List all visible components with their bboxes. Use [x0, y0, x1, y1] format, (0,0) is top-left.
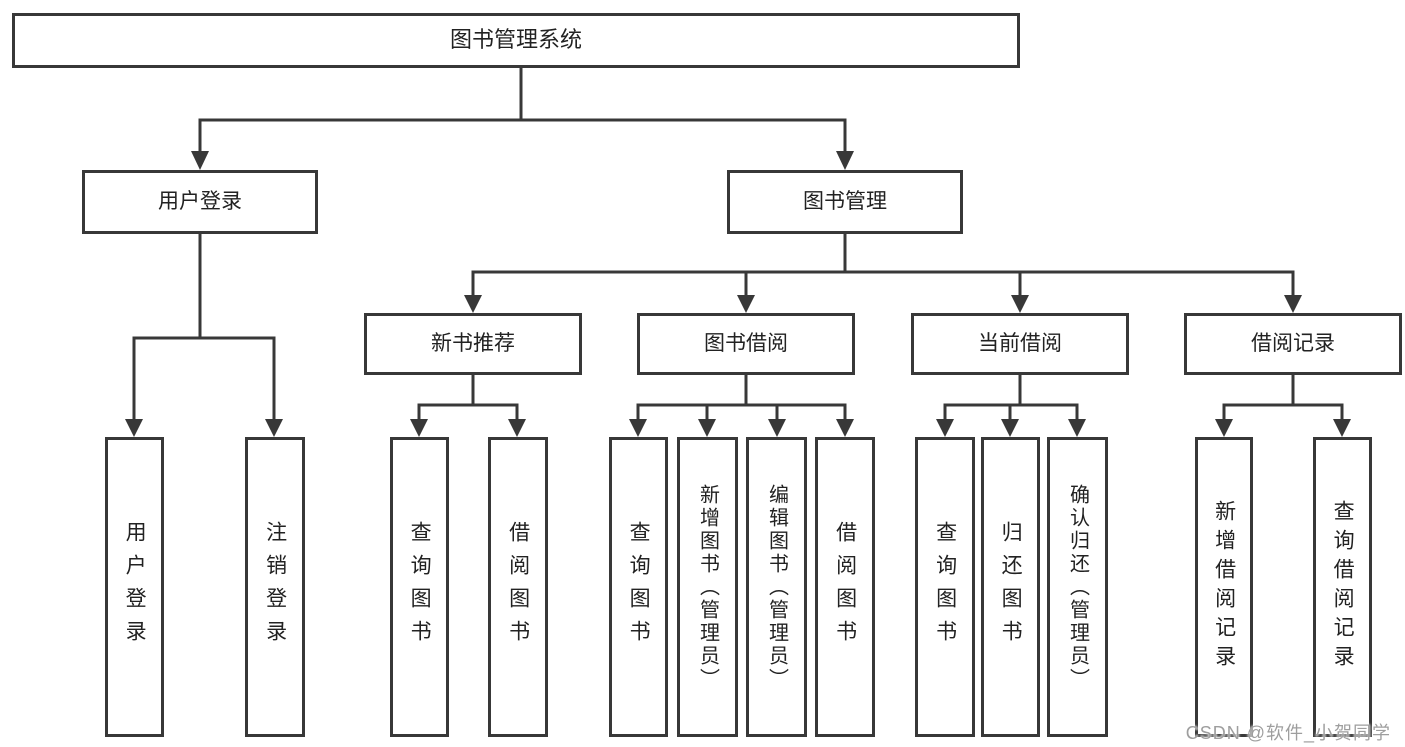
arrowheads — [125, 151, 1351, 437]
leaf-query-books-current: 查询图书 — [915, 437, 975, 737]
leaf-label: 查询借阅记录 — [1331, 500, 1355, 674]
leaf-logout: 注销登录 — [245, 437, 305, 737]
leaf-label: 归还图书 — [999, 521, 1023, 653]
leaf-return-books: 归还图书 — [981, 437, 1040, 737]
node-label: 用户登录 — [158, 190, 242, 214]
leaf-borrow-books-newbook: 借阅图书 — [488, 437, 548, 737]
leaf-label: 新增借阅记录 — [1212, 500, 1236, 674]
node-book-borrow: 图书借阅 — [637, 313, 855, 375]
leaf-user-login: 用户登录 — [105, 437, 164, 737]
node-label: 图书管理 — [803, 190, 887, 214]
leaf-query-books-borrow: 查询图书 — [609, 437, 668, 737]
node-label: 借阅记录 — [1251, 332, 1335, 356]
leaf-label: 查询图书 — [627, 521, 651, 653]
leaf-confirm-return-admin: 确认归还（管理员） — [1047, 437, 1108, 737]
leaf-label: 借阅图书 — [833, 521, 857, 653]
node-current-borrow: 当前借阅 — [911, 313, 1129, 375]
node-label: 当前借阅 — [978, 332, 1062, 356]
leaf-label: 新增图书（管理员） — [696, 483, 719, 691]
node-book-management: 图书管理 — [727, 170, 963, 234]
leaf-label: 用户登录 — [123, 521, 147, 653]
leaf-label: 编辑图书（管理员） — [765, 483, 788, 691]
leaf-label: 注销登录 — [263, 521, 287, 653]
leaf-label: 查询图书 — [933, 521, 957, 653]
leaf-query-books-newbook: 查询图书 — [390, 437, 449, 737]
node-new-book-recommend: 新书推荐 — [364, 313, 582, 375]
node-label: 图书管理系统 — [449, 27, 582, 53]
node-user-login: 用户登录 — [82, 170, 318, 234]
leaf-add-borrow-record: 新增借阅记录 — [1195, 437, 1253, 737]
leaf-add-books-admin: 新增图书（管理员） — [677, 437, 738, 737]
leaf-label: 查询图书 — [408, 521, 432, 653]
leaf-label: 确认归还（管理员） — [1066, 483, 1089, 691]
leaf-edit-books-admin: 编辑图书（管理员） — [746, 437, 807, 737]
node-borrow-records: 借阅记录 — [1184, 313, 1402, 375]
leaf-query-borrow-record: 查询借阅记录 — [1313, 437, 1372, 737]
node-label: 新书推荐 — [431, 332, 515, 356]
node-label: 图书借阅 — [704, 332, 788, 356]
node-library-management-system: 图书管理系统 — [12, 13, 1020, 68]
leaf-label: 借阅图书 — [506, 521, 530, 653]
csdn-watermark: CSDN @软件_小贺同学 — [1185, 723, 1391, 743]
leaf-borrow-books-borrow: 借阅图书 — [815, 437, 875, 737]
